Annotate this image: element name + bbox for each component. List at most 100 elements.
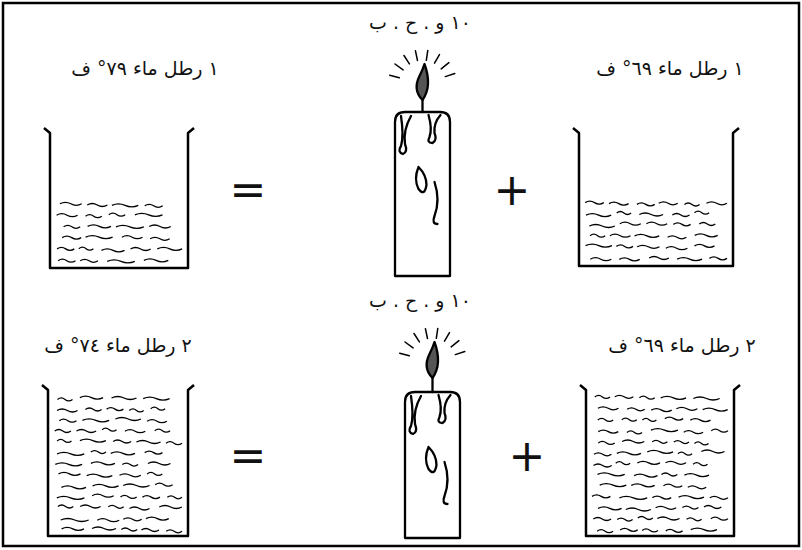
water-wave [80, 259, 98, 262]
water-wave [87, 204, 107, 207]
water-wave [150, 237, 170, 240]
water-wave [620, 528, 637, 531]
water-wave [590, 234, 605, 237]
water-wave [86, 236, 113, 239]
water-wave [626, 508, 651, 511]
water-wave [82, 419, 109, 422]
flame-ray [404, 56, 409, 64]
equation-symbol: + [494, 164, 531, 217]
quantity-label: ١ رطل ماء ٦٩° ف [596, 57, 744, 80]
water-wave [597, 530, 613, 533]
quantity-label: ١ رطل ماء ٧٩° ف [71, 57, 219, 80]
water-wave [121, 528, 137, 531]
flame-ray [405, 342, 413, 348]
water-wave [594, 453, 611, 456]
water-wave [112, 397, 137, 400]
water-wave [589, 225, 615, 228]
water-wave [688, 486, 706, 489]
water-wave [144, 259, 168, 262]
water-wave [672, 214, 689, 217]
water-wave [586, 244, 612, 247]
water-wave [711, 517, 728, 520]
flame-ray [455, 352, 465, 355]
water-wave [710, 496, 728, 499]
water-wave [57, 439, 71, 442]
water-wave [107, 260, 135, 263]
water-wave [610, 234, 631, 237]
water-wave [592, 495, 610, 498]
water-wave [627, 431, 642, 434]
water-wave [693, 397, 719, 400]
water-wave [666, 461, 687, 464]
flame-ray [435, 55, 440, 64]
water-wave [121, 495, 137, 498]
equation-symbol: + [509, 430, 546, 483]
water-wave [693, 463, 707, 466]
water-wave [676, 407, 697, 410]
water-wave [166, 530, 182, 533]
water-wave [120, 474, 141, 477]
water-wave [617, 212, 631, 215]
water-wave [57, 409, 78, 412]
water-wave [642, 529, 658, 532]
wax-drip [399, 116, 411, 154]
water-wave [661, 396, 686, 399]
water-wave [143, 496, 160, 499]
water-wave [711, 429, 728, 432]
water-wave [60, 202, 82, 205]
water-wave [666, 529, 683, 532]
water-wave [634, 474, 657, 477]
water-wave [674, 441, 689, 444]
water-wave [151, 407, 165, 410]
water-wave [635, 234, 660, 237]
water-wave [638, 517, 653, 520]
water-wave [677, 258, 702, 261]
water-wave [122, 236, 143, 239]
wax-drip [439, 395, 451, 423]
water-wave [652, 440, 667, 443]
water-wave [146, 517, 169, 520]
water-wave [136, 441, 160, 444]
flame-ray [400, 353, 410, 356]
water-wave [58, 259, 75, 262]
water-wave [167, 496, 182, 499]
water-wave [651, 409, 671, 412]
water-wave [57, 452, 84, 455]
water-wave [701, 450, 724, 453]
water-wave [657, 517, 679, 520]
equation-symbol: = [230, 430, 267, 483]
water-wave [155, 429, 170, 432]
water-wave [113, 440, 131, 443]
wax-drip [444, 462, 448, 504]
water-wave [143, 397, 169, 400]
flame-ray [395, 64, 403, 70]
water-wave [617, 452, 641, 455]
water-wave [598, 441, 614, 444]
candle-body [405, 392, 460, 538]
water-wave [77, 430, 97, 433]
flame-ray [451, 341, 459, 347]
water-wave [585, 201, 604, 204]
water-wave [59, 472, 81, 475]
water-wave [109, 213, 125, 216]
water-wave [135, 213, 163, 216]
equation-symbol: = [230, 164, 267, 217]
wax-drip [416, 167, 427, 192]
water-wave [58, 398, 73, 401]
water-wave [107, 408, 124, 411]
flame-ray [415, 51, 417, 61]
flame-ray [390, 75, 400, 78]
quantity-label: ٢ رطل ماء ٧٤° ف [44, 334, 192, 357]
water-wave [615, 395, 634, 398]
water-wave [646, 222, 667, 225]
wax-drip [429, 115, 441, 143]
flame-ray [425, 329, 427, 339]
water-wave [85, 408, 101, 411]
water-wave [148, 462, 171, 465]
flame [417, 64, 428, 100]
water-wave [157, 247, 182, 250]
water-wave [627, 408, 645, 411]
water-wave [131, 248, 151, 251]
water-wave [111, 452, 135, 455]
water-wave [620, 222, 641, 225]
